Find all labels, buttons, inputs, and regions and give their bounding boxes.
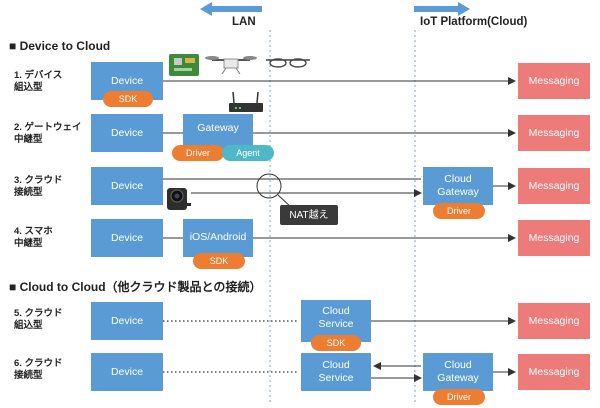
row-label-4: 4. スマホ 中継型 <box>14 226 53 249</box>
row3-messaging-box: Messaging <box>518 168 590 204</box>
row6-device-box: Device <box>91 353 163 391</box>
row1-messaging-box: Messaging <box>518 63 590 99</box>
row2-messaging-box: Messaging <box>518 115 590 151</box>
lan-arrow-icon <box>200 2 262 16</box>
row6-cloud-service-box: Cloud Service <box>301 353 371 391</box>
drone-icon <box>205 56 257 75</box>
row6-driver-badge: Driver <box>433 389 485 405</box>
row3-device-box: Device <box>91 167 163 205</box>
lan-label: LAN <box>232 16 256 28</box>
cloud-arrow-icon <box>414 2 470 16</box>
row5-messaging-box: Messaging <box>518 303 590 339</box>
row4-phone-box: iOS/Android <box>183 219 253 257</box>
row4-sdk-badge: SDK <box>193 253 245 269</box>
camera-icon <box>167 188 191 210</box>
row4-messaging-box: Messaging <box>518 220 590 256</box>
row-label-1: 1. デバイス 組込型 <box>14 70 63 93</box>
row-label-3: 3. クラウド 接続型 <box>14 175 63 198</box>
iot-platform-label: IoT Platform(Cloud) <box>420 16 528 28</box>
row-label-6: 6. クラウド 接続型 <box>14 358 63 381</box>
row3-cloud-gateway-box: Cloud Gateway <box>423 167 493 205</box>
row5-device-box: Device <box>91 302 163 340</box>
smart-glasses-icon <box>266 58 310 68</box>
row5-cloud-service-box: Cloud Service <box>301 300 371 342</box>
row1-sdk-badge: SDK <box>103 91 153 107</box>
circuit-board-icon <box>169 54 199 76</box>
row6-cloud-gateway-box: Cloud Gateway <box>423 353 493 391</box>
nat-circle <box>256 173 282 199</box>
nat-traversal-label: NAT越え <box>280 205 338 225</box>
row2-driver-badge: Driver <box>172 145 224 161</box>
row6-messaging-box: Messaging <box>518 354 590 390</box>
section-cloud-to-cloud: ■ Cloud to Cloud（他クラウド製品との接続） <box>9 280 262 294</box>
row3-driver-badge: Driver <box>433 203 485 219</box>
row2-device-box: Device <box>91 114 163 152</box>
router-icon <box>229 91 263 112</box>
row2-agent-badge: Agent <box>222 145 274 161</box>
row5-sdk-badge: SDK <box>311 335 361 351</box>
row4-device-box: Device <box>91 219 163 257</box>
row-label-5: 5. クラウド 組込型 <box>14 308 63 331</box>
section-device-to-cloud: ■ Device to Cloud <box>9 39 111 53</box>
row-label-2: 2. ゲートウェイ 中継型 <box>14 122 82 145</box>
